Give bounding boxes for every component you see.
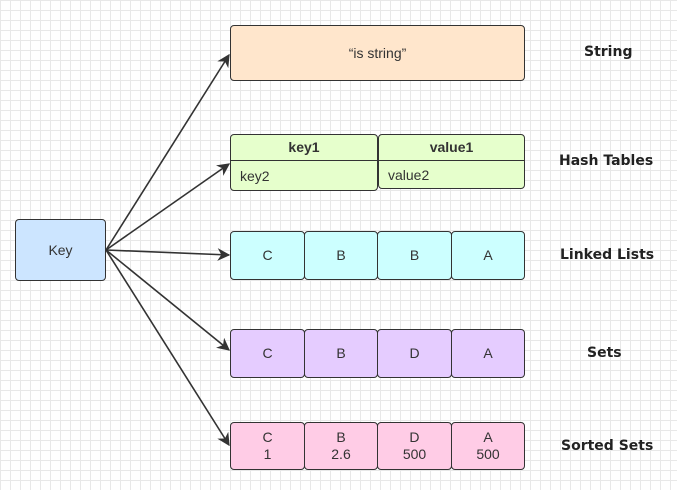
string-node: “is string” (230, 25, 525, 81)
zset-member: D (409, 429, 420, 445)
arrow-to-sorted-set (105, 249, 230, 447)
set-type-label: Sets (587, 345, 622, 361)
arrow-to-linked-list (105, 248, 231, 261)
hash-type-label: Hash Tables (559, 153, 654, 169)
set-item: D (377, 329, 452, 378)
hash-value-cell: value1 value2 (378, 134, 525, 189)
zset-score: 2.6 (331, 446, 351, 462)
set-item-label: B (336, 345, 346, 361)
zset-type-label: Sorted Sets (561, 438, 654, 454)
key-node: Key (15, 219, 106, 281)
arrow-to-string (105, 53, 230, 251)
zset-item: A 500 (451, 422, 525, 470)
set-item: C (230, 329, 305, 378)
list-type-label: Linked Lists (560, 247, 655, 263)
zset-item: B 2.6 (304, 422, 378, 470)
hash-row-value: value2 (388, 167, 430, 183)
hash-field-cell: key1 key2 (230, 134, 378, 191)
list-item: A (451, 231, 525, 280)
list-item-label: B (409, 247, 420, 263)
zset-member: B (336, 429, 346, 445)
hash-header-value: value1 (379, 135, 524, 161)
zset-score: 500 (476, 446, 500, 462)
arrow-to-set (105, 249, 230, 351)
zset-member: A (483, 429, 493, 445)
set-item-label: D (409, 345, 420, 361)
set-item: B (304, 329, 378, 378)
set-item-label: A (483, 345, 493, 361)
zset-score: 500 (402, 446, 427, 462)
list-item: B (304, 231, 378, 280)
arrow-to-hash-table (105, 163, 231, 251)
list-item-label: B (336, 247, 346, 263)
list-item: B (377, 231, 452, 280)
zset-item: C 1 (230, 422, 305, 470)
set-item: A (451, 329, 525, 378)
string-value: “is string” (348, 44, 407, 61)
set-item-label: C (262, 345, 273, 361)
zset-score: 1 (263, 446, 272, 462)
list-item-label: A (483, 247, 493, 263)
key-label: Key (48, 241, 73, 258)
zset-item: D 500 (377, 422, 452, 470)
list-item: C (230, 231, 305, 280)
string-type-label: String (584, 44, 633, 60)
list-item-label: C (262, 247, 273, 263)
hash-row-key: key2 (240, 168, 270, 184)
zset-member: C (262, 429, 273, 445)
hash-header-key: key1 (231, 135, 377, 161)
